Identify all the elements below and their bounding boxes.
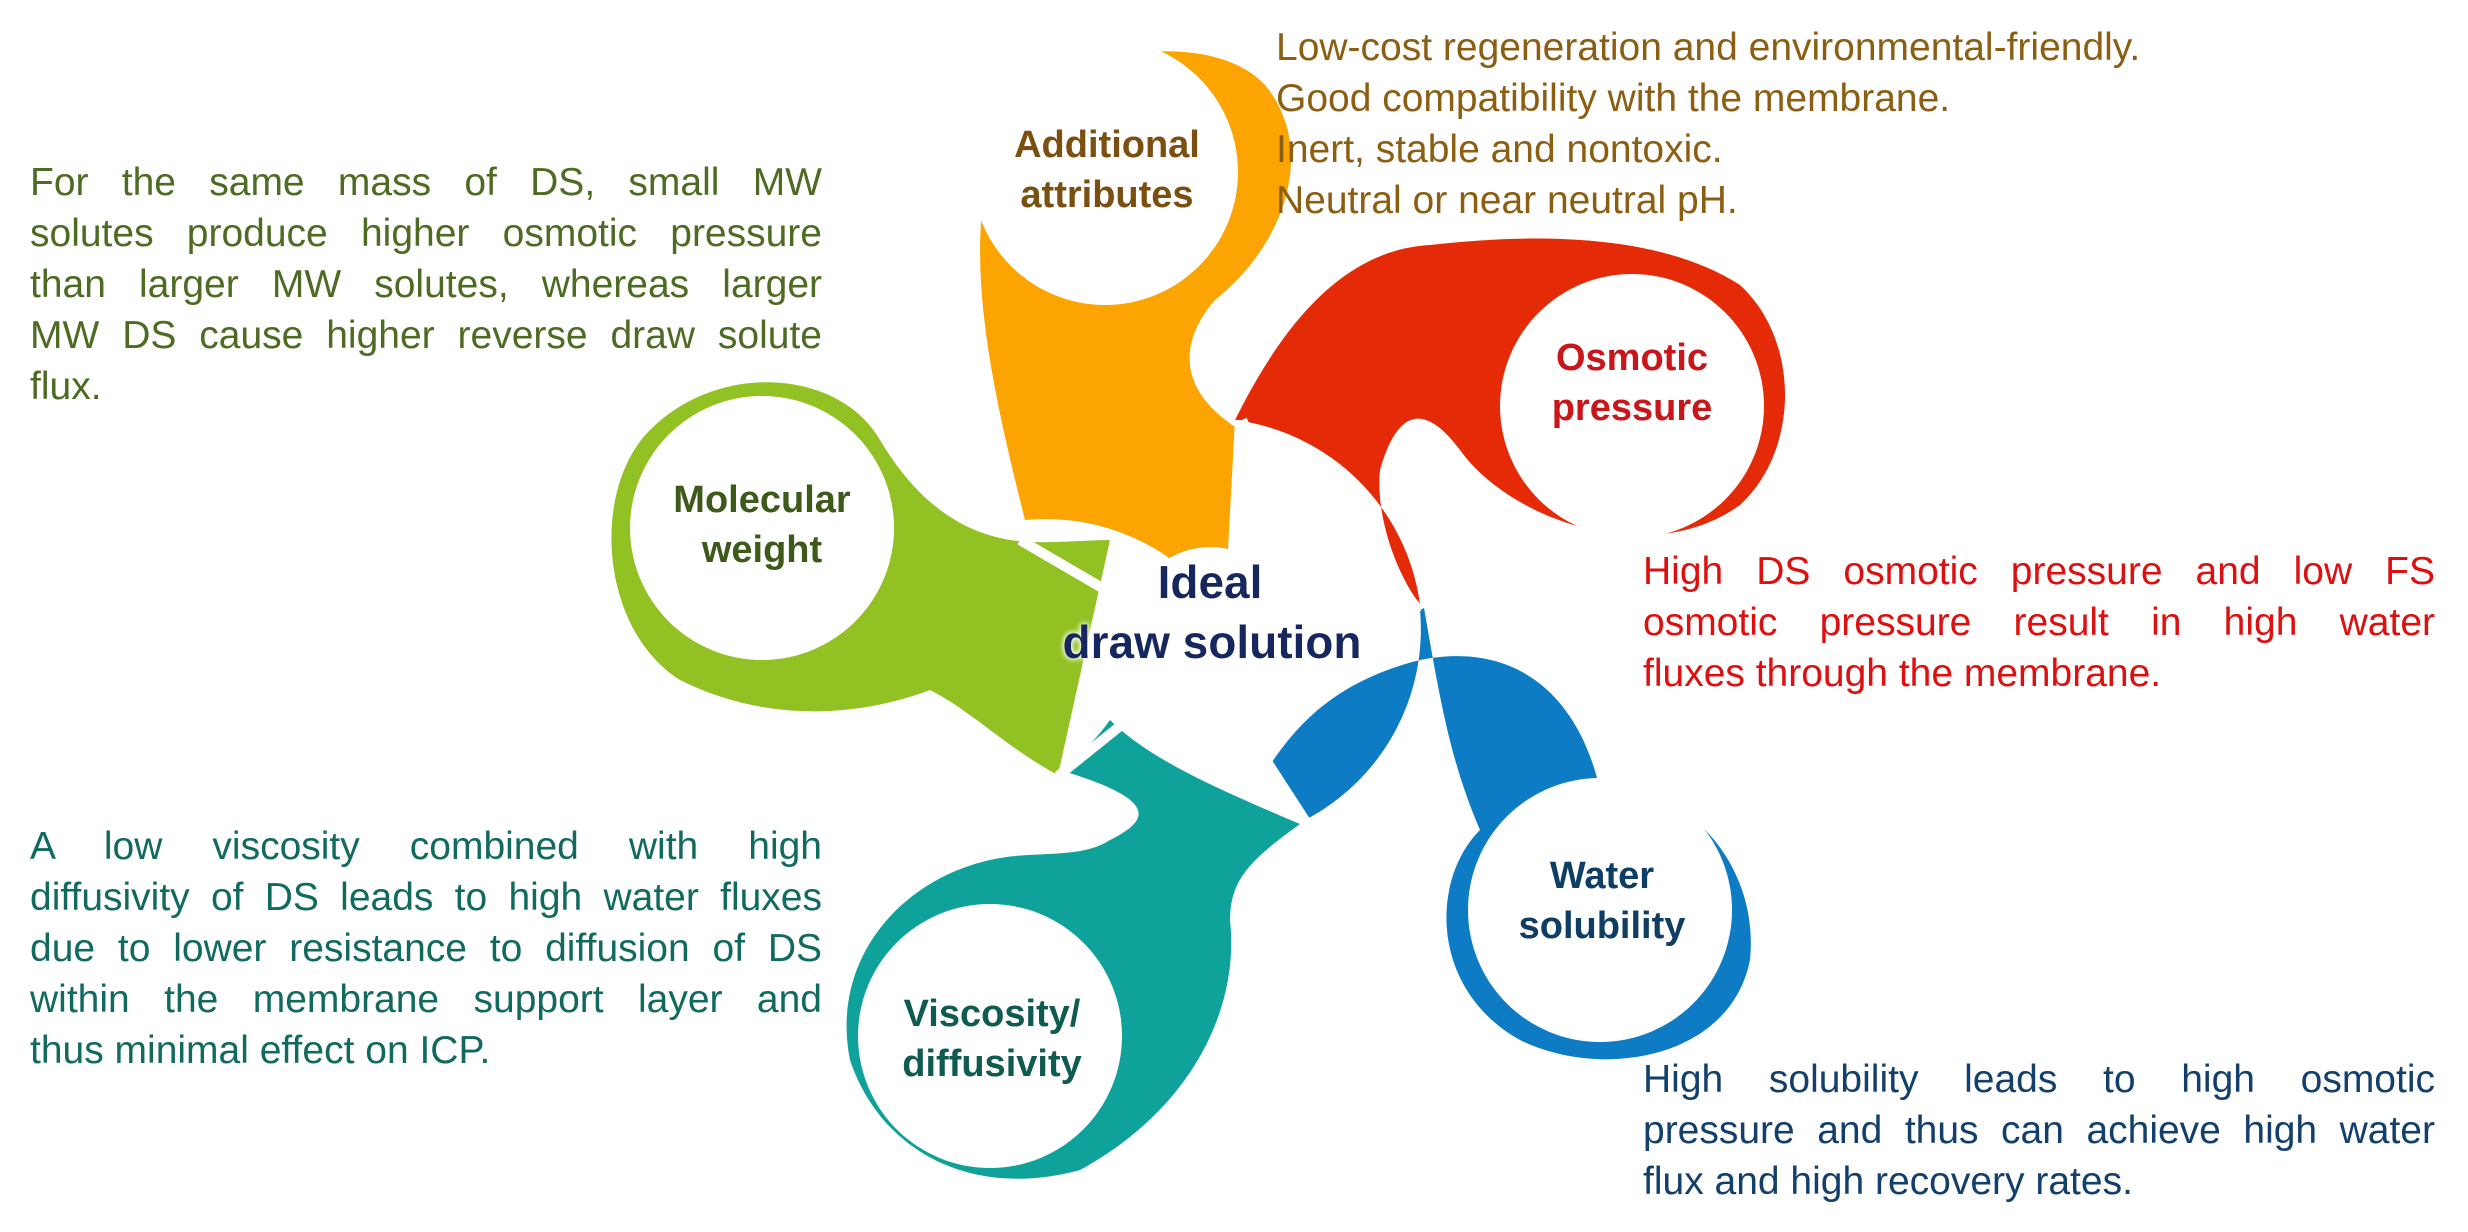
label-molecular-line1: Molecular: [673, 479, 851, 521]
description-viscosity-diffusivity: A low viscosity combined with high diffu…: [30, 821, 822, 1076]
description-additional-attributes: Low-cost regeneration and environmental-…: [1276, 22, 2426, 226]
description-molecular-weight: For the same mass of DS, small MW solute…: [30, 157, 822, 412]
center-circle: [1130, 547, 1290, 707]
separator-line: [1017, 535, 1143, 615]
label-viscosity-line2: diffusivity: [902, 1043, 1081, 1085]
description-line: thus minimal effect on ICP.: [30, 1029, 491, 1072]
description-line: fluxes through the membrane.: [1643, 652, 2162, 695]
petal-additional-attributes: [972, 39, 1292, 621]
petal-molecular-circle: [630, 396, 894, 660]
label-osmotic-line1: Osmotic: [1556, 337, 1708, 379]
petal-viscosity-circle: [858, 904, 1122, 1168]
separator-line: [1054, 706, 1144, 780]
description-water-solubility: High solubility leads to high osmotic pr…: [1643, 1054, 2435, 1207]
label-additional-line2: attributes: [1020, 174, 1193, 216]
description-line: Good compatibility with the membrane.: [1276, 77, 1951, 120]
petal-osmotic-pressure: [1235, 238, 1785, 604]
petal-labels: Additional attributes Osmotic pressure W…: [673, 124, 1712, 1085]
petal-additional-circle: [972, 39, 1238, 305]
petal-osmotic-circle: [1500, 274, 1764, 538]
description-line: MW DS cause higher reverse draw solute: [30, 314, 822, 357]
center-hub: Ideal draw solution: [1063, 547, 1362, 707]
segment-separators: [1017, 417, 1422, 825]
petal-water-circle: [1468, 778, 1732, 1042]
label-water-line1: Water: [1550, 855, 1654, 897]
petal-water-solubility: [1270, 608, 1751, 1060]
description-line: High solubility leads to high osmotic: [1643, 1058, 2435, 1101]
separator-line: [1268, 601, 1422, 655]
description-line: flux and high recovery rates.: [1643, 1160, 2133, 1203]
description-line: osmotic pressure result in high water: [1643, 601, 2435, 644]
label-water-line2: solubility: [1519, 905, 1686, 947]
separator-line: [1227, 419, 1245, 569]
description-line: diffusivity of DS leads to high water fl…: [30, 876, 822, 919]
description-line: Inert, stable and nontoxic.: [1276, 128, 1723, 171]
description-line: flux.: [30, 365, 102, 408]
label-molecular-line2: weight: [701, 529, 823, 571]
description-line: Neutral or near neutral pH.: [1276, 179, 1738, 222]
center-title-line2: draw solution: [1063, 616, 1362, 668]
description-line: within the membrane support layer and: [30, 978, 822, 1021]
label-additional-line1: Additional: [1014, 124, 1200, 166]
description-line: than larger MW solutes, whereas larger: [30, 263, 822, 306]
description-line: For the same mass of DS, small MW: [30, 161, 822, 204]
separator-line: [1235, 717, 1311, 825]
label-osmotic-line2: pressure: [1552, 387, 1713, 429]
petal-molecular-weight: [611, 382, 1110, 775]
description-line: solutes produce higher osmotic pressure: [30, 212, 822, 255]
label-viscosity-line1: Viscosity/: [904, 993, 1081, 1035]
description-line: High DS osmotic pressure and low FS: [1643, 550, 2435, 593]
center-title-line1: Ideal: [1158, 556, 1263, 608]
petal-viscosity-diffusivity: [846, 720, 1300, 1179]
description-line: Low-cost regeneration and environmental-…: [1276, 26, 2141, 69]
description-line: due to lower resistance to diffusion of …: [30, 927, 822, 970]
description-line: A low viscosity combined with high: [30, 825, 822, 868]
separator-line: [1237, 417, 1335, 603]
description-line: pressure and thus can achieve high water: [1643, 1109, 2435, 1152]
description-osmotic-pressure: High DS osmotic pressure and low FS osmo…: [1643, 546, 2435, 699]
